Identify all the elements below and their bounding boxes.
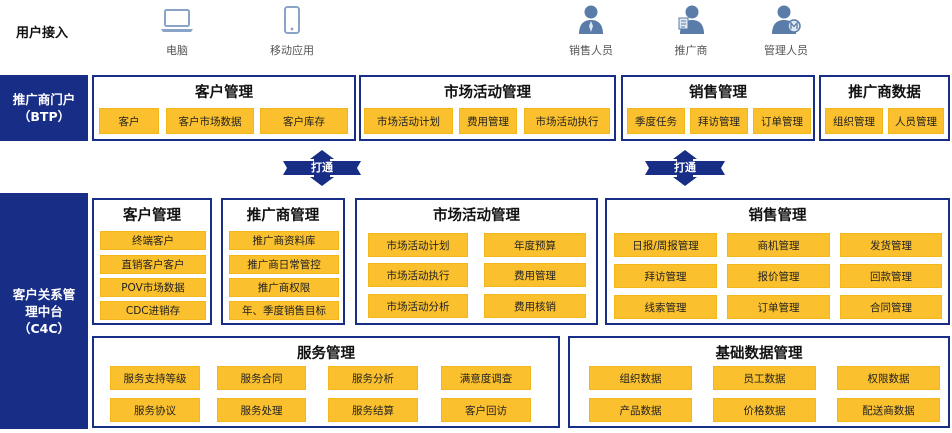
user-label: 移动应用 (270, 44, 314, 57)
module-item: 拜访管理 (690, 108, 748, 134)
module-title: 客户管理 (195, 85, 253, 101)
module-item: 市场活动计划 (368, 233, 468, 257)
module-item: 年度预算 (484, 233, 586, 257)
c4c-customer-box: 客户管理 终端客户 直销客户客户 POV市场数据 CDC进销存 (92, 198, 212, 325)
module-item: 组织数据 (589, 366, 692, 390)
c4c-service-box: 服务管理 服务支持等级 服务合同 服务分析 满意度调查 服务协议 服务处理 服务… (92, 336, 560, 428)
module-item: 订单管理 (753, 108, 811, 134)
module-title: 推广商管理 (246, 208, 320, 224)
user-label: 销售人员 (569, 44, 613, 57)
module-item: 权限数据 (837, 366, 940, 390)
connector-label: 打通 (311, 161, 333, 174)
module-item: 服务分析 (328, 366, 418, 390)
connector-label: 打通 (674, 161, 696, 174)
module-item: 市场活动计划 (364, 108, 453, 134)
module-item: 回款管理 (840, 264, 942, 288)
module-title: 销售管理 (748, 208, 807, 224)
module-item: POV市场数据 (100, 278, 206, 297)
user-access-label: 用户接入 (16, 26, 69, 41)
c4c-side-label-line: 理中台 (25, 303, 63, 319)
module-title: 服务管理 (297, 346, 355, 362)
connector-arrow: 打通 (283, 150, 361, 186)
user-mobile: 移动应用 (252, 4, 332, 58)
module-title: 市场活动管理 (433, 208, 520, 224)
c4c-side-label-line: （C4C） (17, 320, 71, 336)
c4c-master-data-box: 基础数据管理 组织数据 员工数据 权限数据 产品数据 价格数据 配送商数据 (568, 336, 950, 428)
module-title: 市场活动管理 (444, 85, 531, 101)
user-label: 电脑 (166, 44, 188, 57)
module-item: 市场活动执行 (368, 263, 468, 287)
module-item: 费用管理 (459, 108, 517, 134)
module-item: 市场活动分析 (368, 294, 468, 318)
c4c-marketing-box: 市场活动管理 市场活动计划 年度预算 市场活动执行 费用管理 市场活动分析 费用… (355, 198, 598, 325)
c4c-sales-box: 销售管理 日报/周报管理 商机管理 发货管理 拜访管理 报价管理 回款管理 线索… (605, 198, 950, 325)
module-item: 产品数据 (589, 398, 692, 422)
btp-side-label-line: （BTP） (17, 109, 71, 124)
module-title: 销售管理 (689, 85, 747, 101)
module-item: 季度任务 (627, 108, 685, 134)
manager-icon (746, 4, 826, 34)
module-item: 商机管理 (727, 233, 830, 257)
module-item: 客户市场数据 (166, 108, 254, 134)
user-sales: 销售人员 (551, 4, 631, 58)
module-item: 价格数据 (713, 398, 816, 422)
module-item: 发货管理 (840, 233, 942, 257)
module-item: 终端客户 (100, 231, 206, 250)
c4c-side-label-line: 客户关系管 (12, 286, 76, 302)
module-item: 线索管理 (614, 295, 717, 319)
module-item: 员工数据 (713, 366, 816, 390)
user-computer: 电脑 (137, 4, 217, 58)
user-promoter: 推广商 (651, 4, 731, 58)
module-item: CDC进销存 (100, 301, 206, 320)
module-item: 报价管理 (727, 264, 830, 288)
module-item: 市场活动执行 (524, 108, 610, 134)
user-label: 推广商 (674, 44, 708, 57)
module-item: 推广商日常管控 (229, 255, 339, 274)
user-label: 管理人员 (764, 44, 808, 57)
module-item: 客户回访 (441, 398, 531, 422)
module-title: 基础数据管理 (715, 346, 803, 362)
module-item: 直销客户客户 (100, 255, 206, 274)
module-item: 服务合同 (217, 366, 306, 390)
connector-arrow: 打通 (645, 150, 725, 186)
btp-customer-box: 客户管理 客户 客户市场数据 客户库存 (92, 75, 356, 141)
module-item: 费用管理 (484, 263, 586, 287)
module-item: 订单管理 (727, 295, 830, 319)
module-item: 推广商权限 (229, 278, 339, 297)
c4c-side-label: 客户关系管 理中台 （C4C） (0, 193, 88, 429)
phone-icon (252, 4, 332, 34)
user-manager: 管理人员 (746, 4, 826, 58)
module-item: 推广商资料库 (229, 231, 339, 250)
btp-promoter-data-box: 推广商数据 组织管理 人员管理 (819, 75, 950, 141)
module-item: 人员管理 (888, 108, 944, 134)
module-item: 费用核销 (484, 294, 586, 318)
btp-side-label: 推广商门户 （BTP） (0, 75, 88, 141)
module-item: 满意度调查 (441, 366, 531, 390)
module-item: 客户库存 (260, 108, 348, 134)
btp-sales-box: 销售管理 季度任务 拜访管理 订单管理 (621, 75, 815, 141)
salesperson-icon (551, 4, 631, 34)
btp-marketing-box: 市场活动管理 市场活动计划 费用管理 市场活动执行 (359, 75, 616, 141)
module-item: 服务结算 (328, 398, 418, 422)
promoter-icon (651, 4, 731, 34)
module-item: 合同管理 (840, 295, 942, 319)
btp-side-label-line: 推广商门户 (12, 92, 76, 107)
module-item: 客户 (99, 108, 159, 134)
module-item: 服务支持等级 (110, 366, 200, 390)
module-title: 客户管理 (123, 208, 181, 224)
module-item: 服务协议 (110, 398, 200, 422)
module-title: 推广商数据 (848, 85, 921, 101)
module-item: 配送商数据 (837, 398, 940, 422)
c4c-promoter-box: 推广商管理 推广商资料库 推广商日常管控 推广商权限 年、季度销售目标 (221, 198, 345, 325)
module-item: 服务处理 (217, 398, 306, 422)
laptop-icon (137, 4, 217, 34)
module-item: 组织管理 (825, 108, 883, 134)
module-item: 日报/周报管理 (614, 233, 717, 257)
module-item: 拜访管理 (614, 264, 717, 288)
module-item: 年、季度销售目标 (229, 301, 339, 320)
